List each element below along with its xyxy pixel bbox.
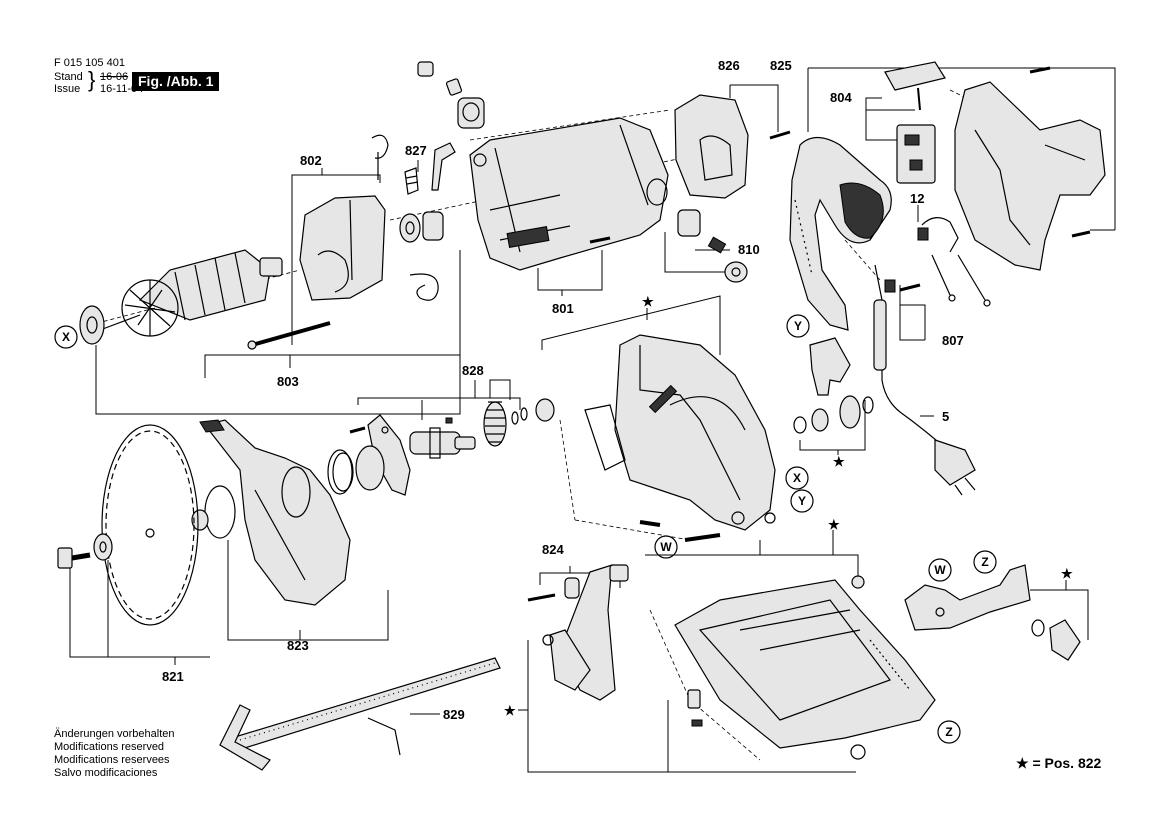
wire-clip-part xyxy=(409,273,439,301)
stand-label: Stand xyxy=(54,71,83,83)
callout-5: 5 xyxy=(942,409,949,424)
handle-left-part xyxy=(789,136,892,331)
marker-w-pin: W xyxy=(654,535,678,559)
bearing-x-part xyxy=(79,305,105,345)
cable-screw-part xyxy=(884,279,921,293)
depth-lever-part xyxy=(793,337,874,434)
through-bolt-part xyxy=(247,321,331,350)
spring-clip-part xyxy=(371,134,389,180)
gear-rings-part xyxy=(511,398,555,425)
callout-804: 804 xyxy=(830,90,852,105)
star-legend: ★ = Pos. 822 xyxy=(1016,755,1102,771)
callout-828: 828 xyxy=(462,363,484,378)
guide-bracket-part xyxy=(904,564,1081,661)
svg-text:Y: Y xyxy=(794,319,802,333)
armature-part xyxy=(99,249,283,337)
cable-clamp-part xyxy=(917,217,991,307)
spindle-housing-part xyxy=(327,445,385,495)
star-marker-guard: ★ xyxy=(642,294,654,309)
callout-829: 829 xyxy=(443,707,465,722)
svg-text:W: W xyxy=(934,563,946,577)
marker-y-handle: Y xyxy=(786,314,810,338)
star-marker-lever: ★ xyxy=(833,454,845,469)
svg-text:W: W xyxy=(660,540,672,554)
callout-821: 821 xyxy=(162,669,184,684)
svg-text:X: X xyxy=(793,471,801,485)
callout-825: 825 xyxy=(770,58,792,73)
marker-x-left: X xyxy=(54,325,78,349)
star-marker-base: ★ xyxy=(828,517,840,532)
base-plate-part xyxy=(674,579,936,749)
field-coil-part xyxy=(299,195,386,301)
bearing-pair-part xyxy=(399,211,444,243)
brace-icon: } xyxy=(88,67,96,92)
motor-shaft-parts xyxy=(417,61,485,129)
lower-blade-guard-part xyxy=(199,419,351,606)
marker-w-bracket: W xyxy=(928,558,952,582)
handle-right-part xyxy=(954,66,1106,271)
marker-y-guard: Y xyxy=(790,489,814,513)
saw-blade-part xyxy=(101,424,199,626)
brush-holder-part xyxy=(404,142,456,195)
issue-label: Issue xyxy=(54,83,81,95)
base-screw-part xyxy=(850,575,866,760)
note-es: Salvo modificaciones xyxy=(54,767,158,779)
svg-text:X: X xyxy=(62,330,70,344)
stand-date: 16-06 xyxy=(100,71,129,83)
note-en: Modifications reserved xyxy=(54,741,165,753)
marker-x-guard: X xyxy=(785,466,809,490)
switch-body-part xyxy=(896,124,936,184)
callout-827: 827 xyxy=(405,143,427,158)
power-cable-part xyxy=(873,264,976,496)
parallel-guide-part xyxy=(219,657,501,771)
blade-washer-part xyxy=(93,533,113,561)
switch-button-part xyxy=(884,61,946,111)
callout-823: 823 xyxy=(287,638,309,653)
marker-z-bracket: Z xyxy=(973,550,997,574)
blade-bolt-part xyxy=(57,547,91,569)
callout-824: 824 xyxy=(542,542,564,557)
end-cap-part xyxy=(674,94,791,199)
screw-810a-part xyxy=(589,236,611,244)
motor-housing-part xyxy=(469,117,669,271)
note-de: Änderungen vorbehalten xyxy=(54,728,175,740)
callout-12: 12 xyxy=(910,191,924,206)
pin-part xyxy=(639,520,721,542)
callout-807: 807 xyxy=(942,333,964,348)
svg-text:Y: Y xyxy=(798,494,806,508)
knife-bracket-part xyxy=(542,629,591,691)
marker-z-base: Z xyxy=(937,720,961,744)
callout-803: 803 xyxy=(277,374,299,389)
document-number: F 015 105 401 xyxy=(54,57,125,69)
svg-text:Z: Z xyxy=(945,725,952,739)
gear-part xyxy=(483,401,507,447)
svg-text:Z: Z xyxy=(981,555,988,569)
brush-parts-810 xyxy=(677,209,748,283)
note-fr: Modifications reservees xyxy=(54,754,170,766)
modification-notes: Änderungen vorbehalten Modifications res… xyxy=(54,728,174,780)
guard-spring-part xyxy=(191,485,236,539)
figure-label: Fig. /Abb. 1 xyxy=(132,72,220,91)
clamp-screw-part xyxy=(687,689,703,727)
gear-shaft-part xyxy=(409,427,476,459)
star-marker-knife: ★ xyxy=(504,703,516,718)
upper-blade-guard-part xyxy=(584,334,776,531)
callout-826: 826 xyxy=(718,58,740,73)
callout-810: 810 xyxy=(738,242,760,257)
callout-801: 801 xyxy=(552,301,574,316)
star-marker-bracket: ★ xyxy=(1061,566,1073,581)
callout-802: 802 xyxy=(300,153,322,168)
